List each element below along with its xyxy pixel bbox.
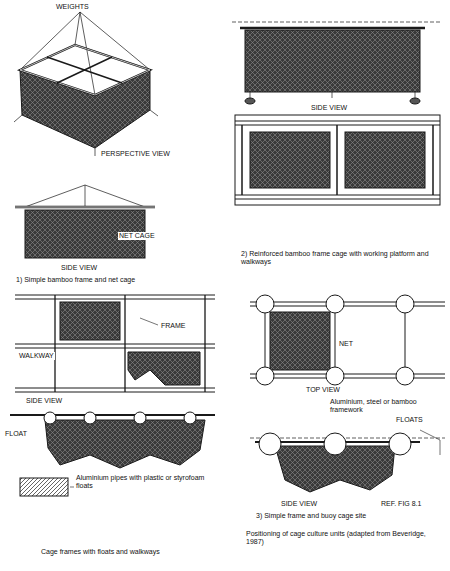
label: 3) Simple frame and buoy cage site (255, 512, 367, 520)
working-platform-part (235, 115, 440, 205)
cage-frame-grid-part (128, 352, 200, 385)
float-cage-side-part (20, 478, 68, 496)
buoy-cage-side (250, 430, 445, 492)
perspective-cage-part (20, 45, 150, 95)
buoy-cage-top-part (326, 367, 344, 385)
side-view-cage-part (15, 207, 155, 208)
cage-frame-grid-part (140, 318, 158, 325)
label: SIDE VIEW (60, 264, 98, 272)
cage-frame-grid (15, 295, 215, 392)
cage-frame-grid-part (60, 302, 120, 340)
label: 2) Reinforced bamboo frame cage with wor… (240, 250, 442, 266)
label: WALKWAY (18, 352, 55, 360)
reinforced-cage-side-part (232, 22, 442, 23)
working-platform (235, 115, 440, 205)
label: NET CAGE (118, 232, 156, 240)
label: Cage frames with floats and walkways (40, 548, 161, 556)
side-view-cage (15, 185, 155, 258)
buoy-cage-side-part (259, 433, 281, 455)
label: SIDE VIEW (310, 104, 348, 112)
label: Aluminium, steel or bamboo framework (329, 398, 446, 414)
buoy-cage-top-part (256, 367, 274, 385)
working-platform-part (242, 125, 433, 195)
label: REF. FIG 8.1 (380, 500, 422, 508)
float-cage-side-part (44, 412, 56, 424)
buoy-cage-side-part (389, 433, 411, 455)
label: FLOAT (4, 430, 28, 438)
working-platform-part (345, 132, 425, 188)
perspective-cage-part (20, 70, 150, 148)
side-view-cage-part (15, 206, 155, 209)
buoy-cage-top-part (396, 367, 414, 385)
perspective-cage-part (20, 12, 150, 95)
label: SIDE VIEW (25, 397, 63, 405)
reinforced-cage-side-part (245, 30, 420, 92)
float-cage-side-part (45, 420, 205, 468)
reinforced-cage-side-part (240, 27, 425, 30)
perspective-cage (14, 12, 158, 156)
float-cage-side-part (84, 412, 96, 424)
side-view-cage-part (25, 185, 145, 207)
cage-frame-grid-part (15, 295, 215, 392)
buoy-cage-top-part (270, 312, 330, 370)
perspective-cage-part (47, 57, 122, 83)
float-cage-side-part (184, 412, 196, 424)
label: WEIGHTS (55, 3, 90, 11)
buoy-cage-side-part (420, 430, 440, 455)
buoy-cage-top-part (396, 295, 414, 313)
label: FLOATS (395, 416, 424, 424)
reinforced-cage-side (232, 22, 442, 104)
reinforced-cage-side-part (410, 98, 420, 104)
float-cage-side-part (134, 412, 146, 424)
buoy-cage-top (250, 295, 445, 385)
buoy-cage-side-part (324, 433, 346, 455)
label: NET (338, 340, 354, 348)
label: SIDE VIEW (280, 500, 318, 508)
cage-frame-grid-part (55, 295, 205, 392)
working-platform-part (235, 121, 440, 199)
label: 1) Simple bamboo frame and net cage (15, 276, 136, 284)
float-cage-side-part (70, 487, 74, 488)
label: FRAME (160, 322, 187, 330)
perspective-cage-part (20, 45, 150, 95)
label: Positioning of cage culture units (adapt… (245, 530, 442, 546)
working-platform-part (250, 132, 330, 188)
label: PERSPECTIVE VIEW (100, 150, 171, 158)
buoy-cage-top-part (250, 302, 445, 378)
buoy-cage-top-part (256, 295, 274, 313)
label: TOP VIEW (305, 386, 341, 394)
buoy-cage-top-part (326, 295, 344, 313)
reinforced-cage-side-part (250, 92, 415, 98)
reinforced-cage-side-part (245, 98, 255, 104)
label: Aluminium pipes with plastic or styrofoa… (75, 474, 217, 490)
